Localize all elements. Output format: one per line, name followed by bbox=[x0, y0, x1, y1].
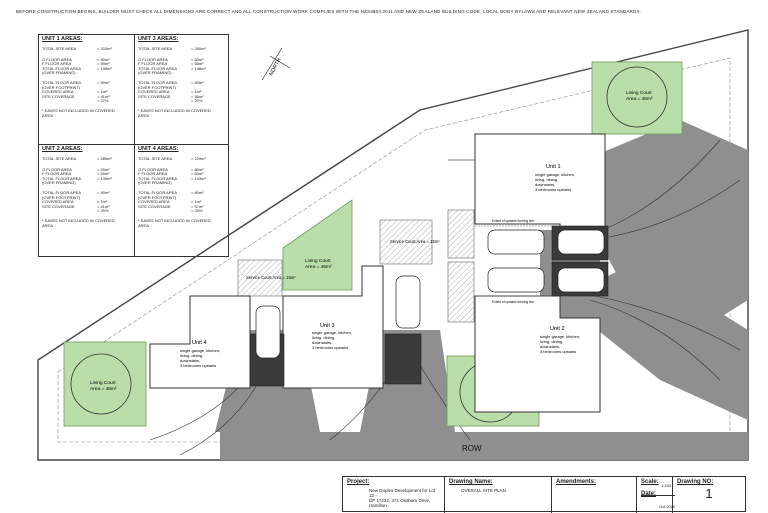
car-unit1-garage bbox=[557, 229, 605, 255]
unit4-desc-4: 3 bedrooms upstairs bbox=[180, 363, 216, 368]
living-area-unit1: Area = 45m² bbox=[626, 96, 653, 102]
service-court-unit4 bbox=[237, 259, 283, 297]
extent-label-unit1: Extent of upstairs forming line bbox=[492, 219, 534, 223]
title-block: Project: New Duplex Development for Lot … bbox=[342, 476, 746, 513]
north-label: NORTH bbox=[268, 57, 282, 77]
living-label-unit1: Living Court bbox=[626, 90, 652, 96]
unit3-desc-4: 3 bedrooms upstairs bbox=[312, 345, 348, 350]
unit2-name: Unit 2 bbox=[550, 326, 565, 332]
unit2-desc-2: living, dining, bbox=[540, 339, 563, 344]
drawing-name-cell: Drawing Name: OVERALL SITE PLAN bbox=[445, 477, 552, 513]
service-label-unit4: Service Court,Area = 15m² bbox=[246, 275, 296, 280]
unit1-desc-3: downstairs, bbox=[535, 182, 555, 187]
car-unit1-driveway bbox=[487, 229, 545, 255]
living-area-unit3: Area = 45m² bbox=[305, 264, 332, 270]
unit1-desc-1: single garage, kitchen, bbox=[535, 172, 575, 177]
unit3-building bbox=[282, 265, 384, 389]
service-court-unit2 bbox=[447, 261, 475, 323]
unit4-desc-3: downstairs, bbox=[180, 358, 200, 363]
unit1-desc-4: 3 bedrooms upstairs bbox=[535, 187, 571, 192]
car-unit2-garage bbox=[557, 267, 605, 293]
unit3-desc-3: downstairs, bbox=[312, 340, 332, 345]
scale-value: 1:150 bbox=[661, 483, 672, 488]
unit1-areas: UNIT 1 AREAS: TOTAL SITE AREA= 203m² G F… bbox=[42, 36, 115, 118]
car-unit4-driveway bbox=[255, 305, 281, 359]
unit3-name: Unit 3 bbox=[320, 323, 335, 329]
row-strip bbox=[220, 432, 748, 460]
unit2-desc-4: 3 bedrooms upstairs bbox=[540, 349, 576, 354]
unit2-desc-3: downstairs, bbox=[540, 344, 560, 349]
extent-label-unit2: Extent of upstairs forming line bbox=[492, 300, 534, 304]
row-label: ROW bbox=[462, 444, 482, 453]
unit3-garage bbox=[384, 333, 422, 385]
amendments-cell: Amendments: bbox=[552, 477, 637, 513]
car-unit3-driveway bbox=[395, 275, 421, 329]
unit4-desc-1: single garage, kitchen, bbox=[180, 348, 220, 353]
service-label-unit3: Service Court,Area = 15m² bbox=[390, 239, 440, 244]
living-court-unit4 bbox=[63, 341, 147, 427]
builder-note: BEFORE CONSTRUCTION BEGINS, BUILDER MUST… bbox=[16, 9, 642, 14]
project-cell: Project: New Duplex Development for Lot … bbox=[343, 477, 445, 513]
unit1-desc-2: living, dining, bbox=[535, 177, 558, 182]
service-court-unit1 bbox=[447, 209, 475, 259]
living-label-unit3: Living Court bbox=[305, 258, 331, 264]
drawing-no-cell: Drawing NO: 1 bbox=[677, 479, 714, 501]
service-court-unit3 bbox=[379, 219, 433, 265]
date-value: Oct 2020 bbox=[659, 504, 676, 509]
unit1-name: Unit 1 bbox=[546, 164, 561, 170]
living-court-unit3 bbox=[282, 199, 353, 291]
living-circle-unit1 bbox=[606, 66, 668, 128]
unit2-desc-1: single garage, kitchen, bbox=[540, 334, 580, 339]
unit4-areas: UNIT 4 AREAS: TOTAL SITE AREA= 229m² G F… bbox=[138, 146, 211, 228]
living-area-unit4: Area = 45m² bbox=[90, 386, 117, 392]
unit3-desc-1: single garage, kitchen, bbox=[312, 330, 352, 335]
car-unit2-driveway bbox=[487, 267, 545, 293]
areas-table: UNIT 1 AREAS: TOTAL SITE AREA= 203m² G F… bbox=[38, 34, 229, 257]
unit3-areas: UNIT 3 AREAS: TOTAL SITE AREA= 280m² G F… bbox=[138, 36, 211, 118]
living-circle-unit4 bbox=[70, 353, 132, 415]
unit4-name: Unit 4 bbox=[192, 340, 207, 346]
unit3-desc-2: living, dining, bbox=[312, 335, 335, 340]
north-arrow-icon bbox=[261, 47, 291, 81]
unit4-building bbox=[149, 295, 251, 389]
unit4-desc-2: living, dining, bbox=[180, 353, 203, 358]
unit2-areas: UNIT 2 AREAS: TOTAL SITE AREA= 289m² G F… bbox=[42, 146, 115, 228]
living-label-unit4: Living Court bbox=[90, 380, 116, 386]
